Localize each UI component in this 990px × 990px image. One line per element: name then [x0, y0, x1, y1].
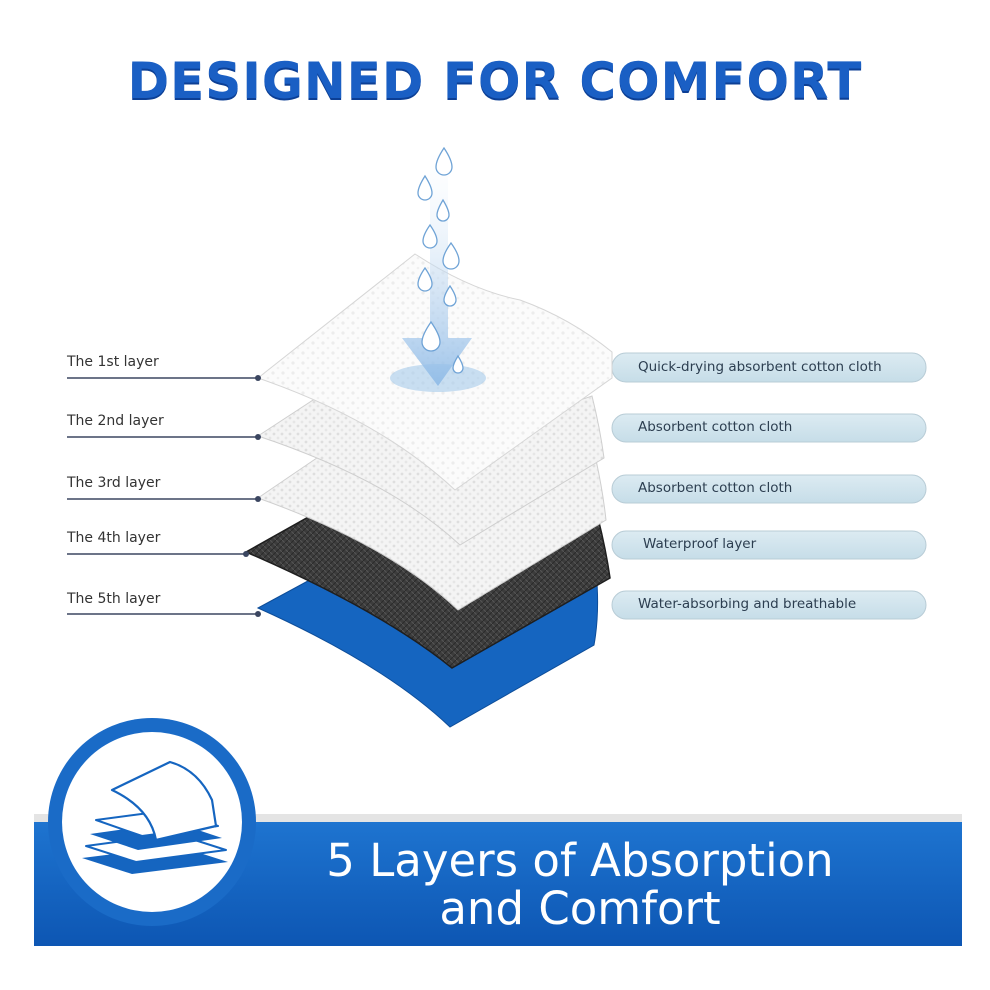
layer-3-description: Absorbent cotton cloth — [638, 480, 793, 496]
layer-2-label: The 2nd layer — [67, 413, 164, 429]
pill-3 — [611, 474, 927, 504]
layer-5-label: The 5th layer — [67, 591, 161, 607]
page-title: DESIGNED FOR COMFORT — [127, 52, 863, 110]
pill-5 — [611, 590, 927, 620]
pill-4 — [611, 530, 927, 560]
pill-2 — [611, 413, 927, 443]
water-droplets-icon — [402, 146, 472, 386]
layer-4-label: The 4th layer — [67, 530, 161, 546]
layer-1-description: Quick-drying absorbent cotton cloth — [638, 359, 882, 375]
layer-4-description: Waterproof layer — [643, 536, 757, 552]
leader-dot — [255, 496, 261, 502]
layer-2-description: Absorbent cotton cloth — [638, 419, 793, 435]
stacked-pads-icon — [82, 760, 228, 874]
leader-dot — [255, 611, 261, 617]
fabric-layers — [244, 253, 613, 728]
description-pills — [611, 352, 927, 620]
leader-dot — [255, 375, 261, 381]
leader-dot — [243, 551, 249, 557]
left-leader-lines — [67, 377, 258, 615]
layer-3-label: The 3rd layer — [67, 475, 161, 491]
layer-1-label: The 1st layer — [67, 354, 159, 370]
leader-dot — [255, 434, 261, 440]
banner-line-2: and Comfort — [439, 882, 721, 935]
banner-line-1: 5 Layers of Absorption — [326, 834, 834, 887]
layer-5-description: Water-absorbing and breathable — [638, 596, 857, 612]
